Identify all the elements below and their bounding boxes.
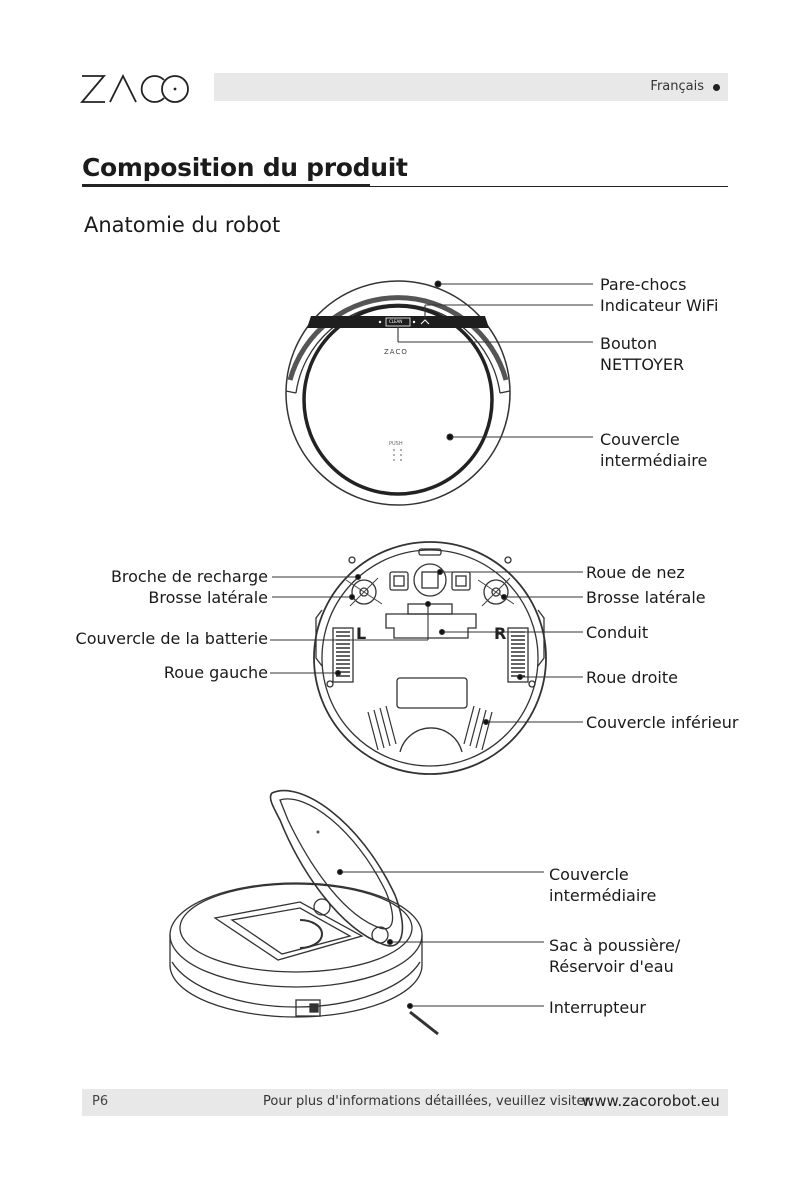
footer-bar: P6 Pour plus d'informations détaillées, …	[82, 1089, 728, 1116]
label-right-wheel: Roue droite	[586, 668, 678, 687]
label-mid-cover-line2: intermédiaire	[600, 451, 708, 470]
label-clean-button-line2: NETTOYER	[600, 355, 685, 374]
label-dust-bag-line1: Sac à poussière/	[549, 936, 681, 955]
label-clean-button-line1: Bouton	[600, 334, 658, 353]
section-title: Anatomie du robot	[84, 213, 281, 237]
device-brand-text: ZACO	[384, 348, 408, 356]
label-switch: Interrupteur	[549, 998, 646, 1017]
label-duct: Conduit	[586, 623, 649, 642]
language-label: Français	[650, 79, 704, 94]
page-title: Composition du produit	[82, 153, 408, 182]
label-dust-bag-line2: Réservoir d'eau	[549, 957, 674, 976]
device-left-mark: L	[356, 624, 367, 643]
label-bumper: Pare-chocs	[600, 275, 687, 294]
language-dot-icon	[713, 84, 720, 91]
label-battery-cover: Couvercle de la batterie	[75, 629, 268, 648]
label-left-wheel: Roue gauche	[163, 663, 268, 682]
label-charge-pin: Broche de recharge	[110, 567, 268, 586]
label-bottom-cover: Couvercle inférieur	[586, 713, 739, 732]
footer-page-number: P6	[92, 1094, 109, 1109]
title-rule	[82, 186, 728, 187]
label-mid-cover-line1: Couvercle	[600, 430, 680, 449]
footer-text: Pour plus d'informations détaillées, veu…	[263, 1094, 594, 1109]
label-open-mid-cover-line2: intermédiaire	[549, 886, 657, 905]
footer-url-link[interactable]: www.zacorobot.eu	[582, 1092, 720, 1110]
device-push-text: PUSH	[389, 441, 403, 447]
label-open-mid-cover-line1: Couvercle	[549, 865, 629, 884]
device-right-mark: R	[494, 624, 507, 643]
label-side-brush-left: Brosse latérale	[148, 588, 268, 607]
zaco-logo	[80, 73, 189, 103]
device-clean-key-text: CLEAN	[389, 319, 403, 324]
label-nose-wheel: Roue de nez	[586, 563, 685, 582]
label-side-brush-right: Brosse latérale	[586, 588, 706, 607]
language-bar: Français	[214, 73, 728, 101]
title-underline	[82, 184, 370, 186]
label-wifi-indicator: Indicateur WiFi	[600, 296, 719, 315]
